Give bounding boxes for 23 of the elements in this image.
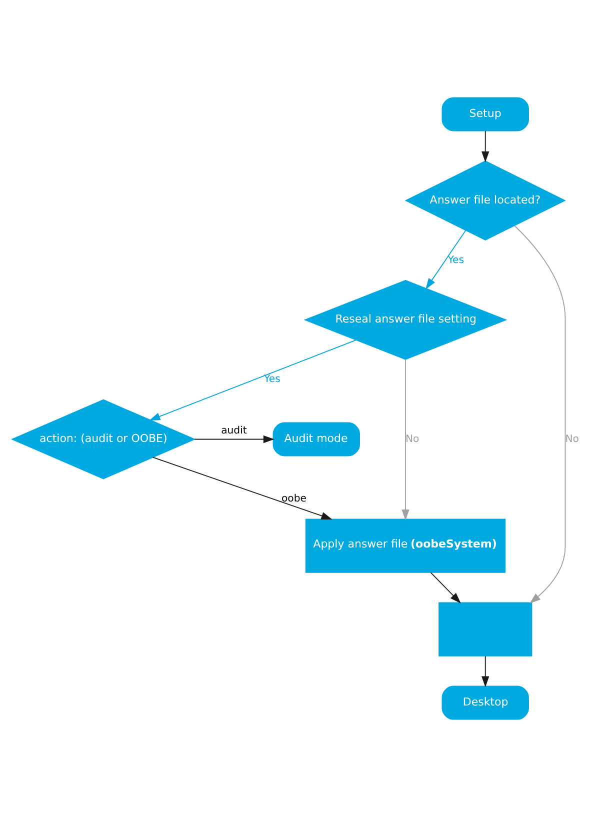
arrow <box>149 339 356 420</box>
arrow <box>402 358 410 520</box>
node-box: Audit mode <box>272 422 360 456</box>
arrow <box>514 224 566 604</box>
edge-label: No <box>565 433 579 444</box>
node-diamond: Reseal answer file setting <box>304 279 508 360</box>
arrow <box>430 572 461 603</box>
node-box: Desktop <box>442 685 529 720</box>
edge-label: Yes <box>448 254 464 266</box>
node-box: Setup <box>442 96 529 131</box>
edge-label: Yes <box>264 374 280 385</box>
edge-label: audit <box>221 425 247 436</box>
node-diamond: Answer file located? <box>404 160 566 240</box>
edge-label: oobe <box>282 493 306 504</box>
edge-label: No <box>405 433 420 444</box>
node-diamond: action: (audit or OOBE) <box>10 398 196 479</box>
arrow <box>194 434 274 443</box>
node-box: Apply answer file (oobeSystem) <box>305 518 506 572</box>
arrow <box>482 655 490 687</box>
arrow <box>482 130 490 162</box>
node-box <box>438 602 532 656</box>
arrow <box>152 456 332 520</box>
arrow <box>426 230 466 289</box>
